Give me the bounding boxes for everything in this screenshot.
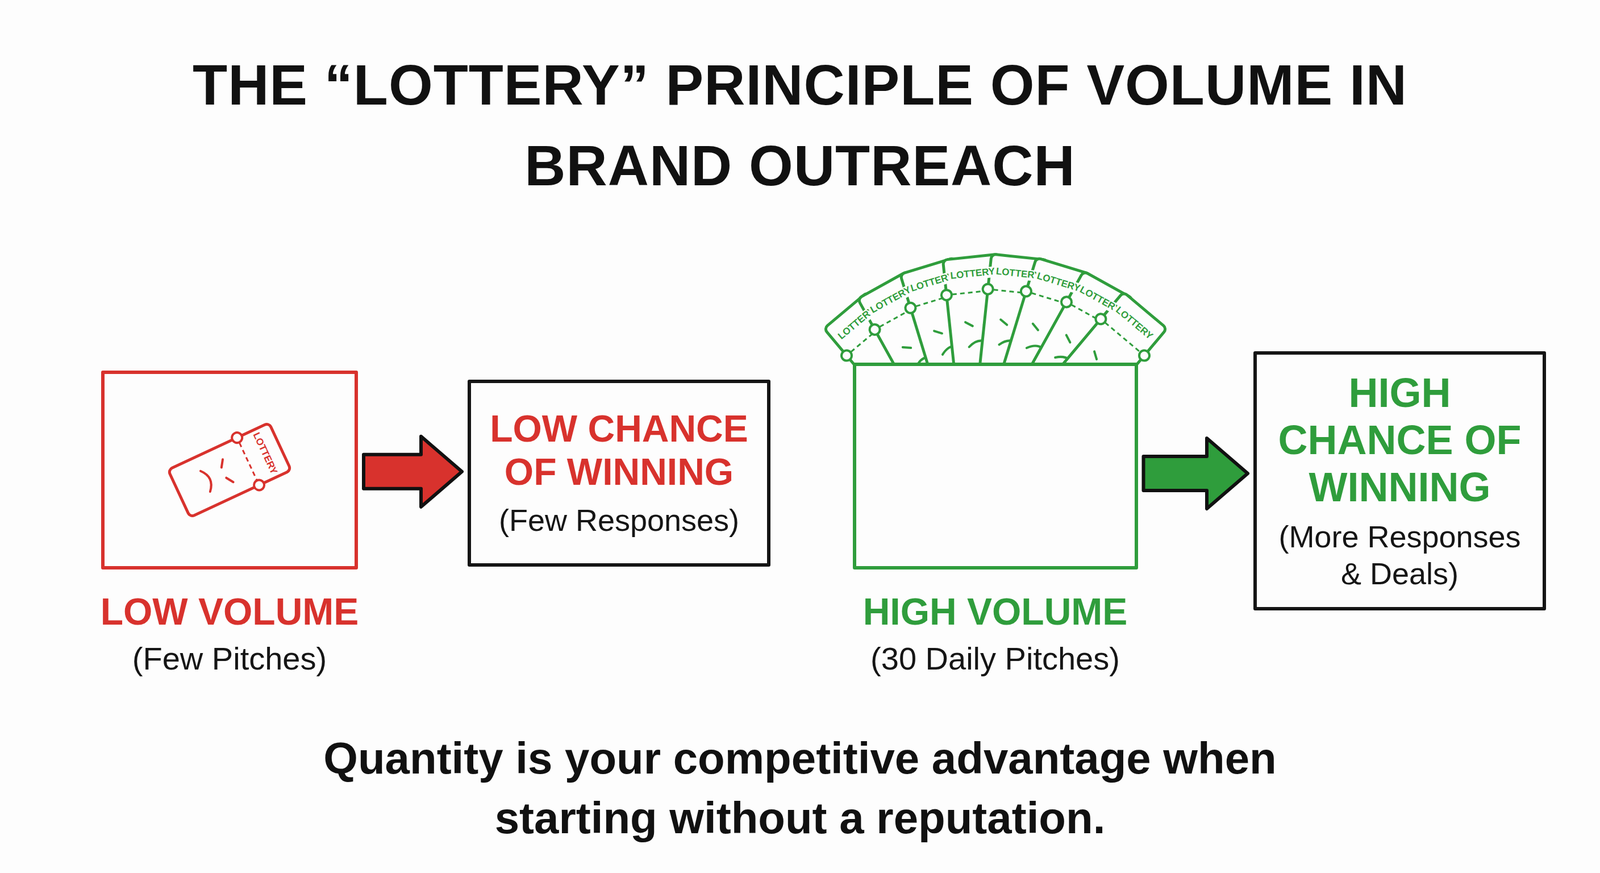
ticket-notch <box>1019 284 1033 298</box>
caption: Quantity is your competitive advantage w… <box>260 728 1340 849</box>
ticket-eye <box>218 459 226 468</box>
ticket-eye <box>1031 323 1040 331</box>
box-heading: HIGH CHANCE OF WINNING <box>1273 369 1526 511</box>
box-subtext: (More Responses & Deals) <box>1273 518 1526 593</box>
box-subtext: (30 Daily Pitches) <box>870 639 1120 677</box>
ticket-eye <box>1091 351 1100 360</box>
ticket-notch <box>230 430 244 445</box>
box-heading: LOW VOLUME <box>100 589 360 633</box>
box-heading: HIGH VOLUME <box>863 589 1128 633</box>
picture-box: LOW VOLUME(Few Pitches) <box>101 370 358 570</box>
outcome-box: LOW CHANCE OF WINNING (Few Responses) <box>467 379 771 567</box>
ticket-notch <box>903 301 917 315</box>
ticket-notch <box>867 322 882 337</box>
title: THE “LOTTERY” PRINCIPLE OF VOLUME IN BRA… <box>132 44 1468 206</box>
ticket-notch <box>940 289 953 301</box>
box-subtext: (Few Pitches) <box>132 639 327 677</box>
lottery-ticket <box>165 418 294 523</box>
ticket-eye <box>1000 319 1008 325</box>
caption-wrap: Quantity is your competitive advantage w… <box>0 728 1600 849</box>
ticket-frown <box>200 468 215 492</box>
ticket-eye <box>965 321 973 327</box>
ticket-eye <box>226 475 233 484</box>
ticket-eye <box>1064 335 1073 343</box>
title-wrap: THE “LOTTERY” PRINCIPLE OF VOLUME IN BRA… <box>0 44 1600 206</box>
block-arrow <box>1143 438 1249 509</box>
block-arrow <box>363 436 462 507</box>
picture-box: HIGH VOLUME(30 Daily Pitches) <box>852 362 1139 570</box>
ticket-notch <box>982 283 994 295</box>
ticket-eye <box>934 328 943 336</box>
box-subtext: (Few Responses) <box>498 501 740 539</box>
ticket-notch <box>1059 294 1074 309</box>
ticket-notch <box>252 478 266 493</box>
outcome-box: HIGH CHANCE OF WINNING(More Responses & … <box>1253 351 1547 611</box>
ticket-perforation <box>239 442 257 480</box>
ticket-body <box>168 422 292 518</box>
ticket-eye <box>902 343 911 352</box>
box-heading: LOW CHANCE OF WINNING <box>488 407 750 494</box>
